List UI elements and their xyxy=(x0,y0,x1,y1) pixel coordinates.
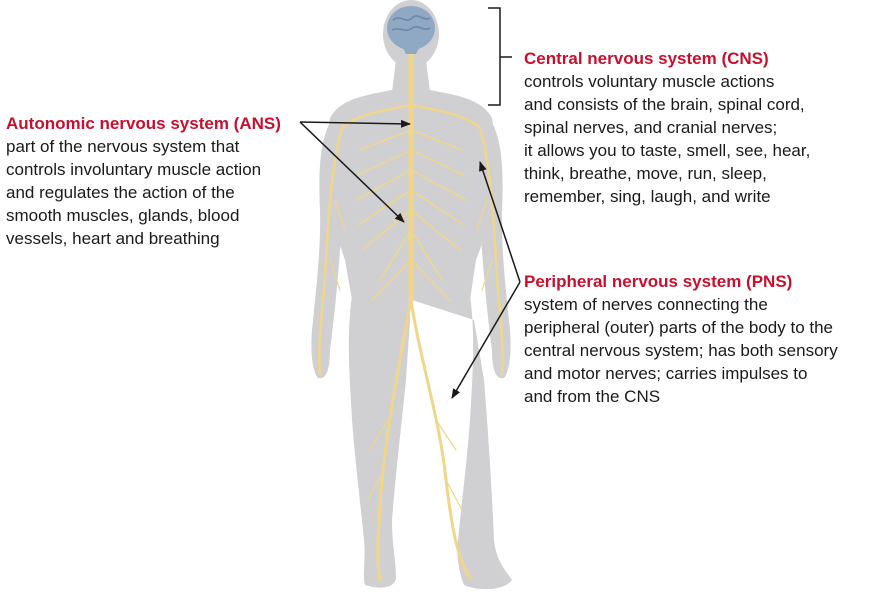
ans-text-line: vessels, heart and breathing xyxy=(6,229,220,248)
cns-text-line: spinal nerves, and cranial nerves; xyxy=(524,118,778,137)
cns-title: Central nervous system (CNS) xyxy=(524,49,769,68)
pns-pointer-lines xyxy=(451,161,521,399)
ans-text-line: smooth muscles, glands, blood xyxy=(6,206,240,225)
cns-bracket xyxy=(488,7,512,106)
ans-text-line: controls involuntary muscle action xyxy=(6,160,262,179)
cns-text-line: controls voluntary muscle actions xyxy=(524,72,775,91)
cns-label: Central nervous system (CNS) controls vo… xyxy=(524,47,810,208)
pns-title: Peripheral nervous system (PNS) xyxy=(524,272,793,291)
pns-label: Peripheral nervous system (PNS) system o… xyxy=(524,270,838,408)
cns-text-line: and consists of the brain, spinal cord, xyxy=(524,95,805,114)
pns-text-line: and motor nerves; carries impulses to xyxy=(524,364,808,383)
pns-text-line: central nervous system; has both sensory xyxy=(524,341,838,360)
ans-title: Autonomic nervous system (ANS) xyxy=(6,114,281,133)
cns-text-line: it allows you to taste, smell, see, hear… xyxy=(524,141,811,160)
ans-pointer-lines xyxy=(299,119,411,223)
ans-text-line: and regulates the action of the xyxy=(6,183,235,202)
ans-label: Autonomic nervous system (ANS) part of t… xyxy=(6,112,281,250)
pns-text-line: and from the CNS xyxy=(524,387,661,406)
pns-text-line: peripheral (outer) parts of the body to … xyxy=(524,318,834,337)
cns-text-line: remember, sing, laugh, and write xyxy=(524,187,771,206)
brain-icon xyxy=(387,6,435,54)
cns-text-line: think, breathe, move, run, sleep, xyxy=(524,164,767,183)
pns-text-line: system of nerves connecting the xyxy=(524,295,768,314)
nerve-network xyxy=(317,47,505,582)
ans-text-line: part of the nervous system that xyxy=(6,137,240,156)
